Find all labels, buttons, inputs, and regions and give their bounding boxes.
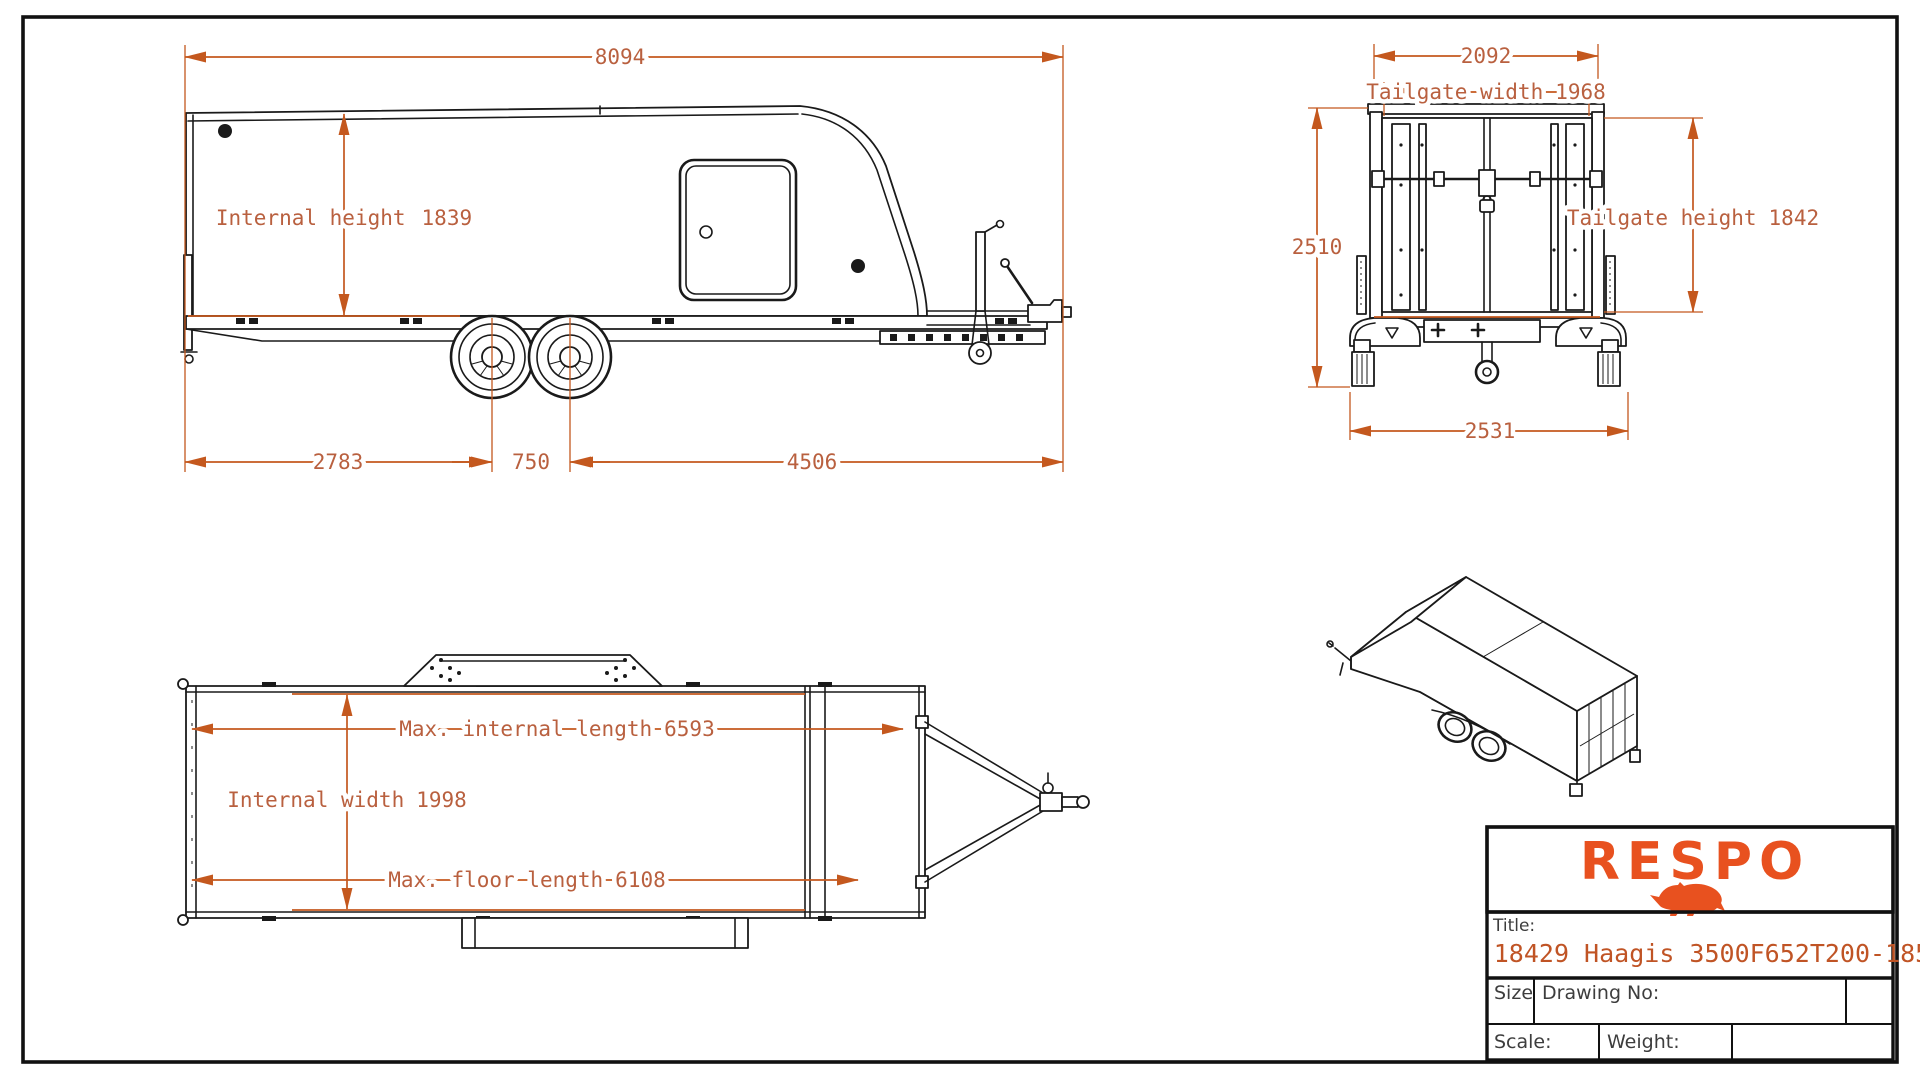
center-latch: [1478, 169, 1496, 197]
tailgate: [1381, 117, 1593, 313]
drawing-no-label: Drawing No:: [1542, 982, 1659, 1004]
title-label: Title:: [1492, 916, 1535, 936]
tailgate-lock-bar: [1371, 169, 1603, 213]
dim-overall-track: 2531: [1349, 392, 1629, 448]
title-value: 18429 Haagis 3500F652T200-185: [1494, 939, 1920, 968]
roof-plug-rear: [851, 259, 865, 273]
dim-label-axle-spacing: 750: [512, 450, 550, 474]
dim-label-overall-height: 2510: [1292, 235, 1343, 259]
jockey-wheel: [968, 341, 992, 365]
ramp-flap-bottom: [461, 917, 749, 949]
size-label: Size: [1494, 982, 1533, 1004]
dim-label-front-overhang: 2783: [313, 450, 364, 474]
side-door: [678, 158, 798, 302]
title-block: RESPO Title: 18429 Haagis 3500F652T200-1…: [1485, 825, 1920, 1062]
dim-label-rear-section: 4506: [787, 450, 838, 474]
dim-label-overall-track: 2531: [1465, 419, 1516, 443]
dim-total-length: 8094: [184, 41, 1064, 472]
top-view-drawbar: [915, 715, 1090, 889]
dim-label-total-length: 8094: [595, 45, 646, 69]
jockey-post: [975, 231, 986, 312]
iso-wheels: [1431, 709, 1511, 763]
dim-overall-width: 2092: [1373, 40, 1599, 102]
scale-label: Scale:: [1494, 1031, 1552, 1053]
weight-label: Weight:: [1607, 1031, 1680, 1053]
coupling-head: [1027, 299, 1063, 323]
dim-label-overall-width: 2092: [1461, 44, 1512, 68]
tie-down-points: [236, 318, 1017, 324]
ramp-flap-top: [403, 654, 663, 687]
respo-bull-icon: [1650, 882, 1725, 916]
chassis-frame: [185, 315, 1048, 330]
sheet-border: [21, 15, 1899, 1064]
dim-axle-positions: 2783 750 4506: [184, 318, 1064, 479]
roof-plug-front: [218, 124, 232, 138]
tailgate-bolts: [1399, 143, 1577, 297]
isometric-view: [1326, 576, 1641, 797]
drawbar-coupler: [879, 219, 1072, 365]
rear-undercarriage: [1349, 255, 1627, 387]
top-view-coupler: [1039, 792, 1063, 812]
respo-logo-text: RESPO: [1580, 832, 1810, 892]
tailgate-rails: [1391, 117, 1585, 313]
padlock: [1479, 199, 1495, 213]
door-handle: [699, 225, 713, 239]
iso-tailgate-lines: [1579, 683, 1635, 774]
dim-overall-height: 2510: [1287, 107, 1368, 388]
